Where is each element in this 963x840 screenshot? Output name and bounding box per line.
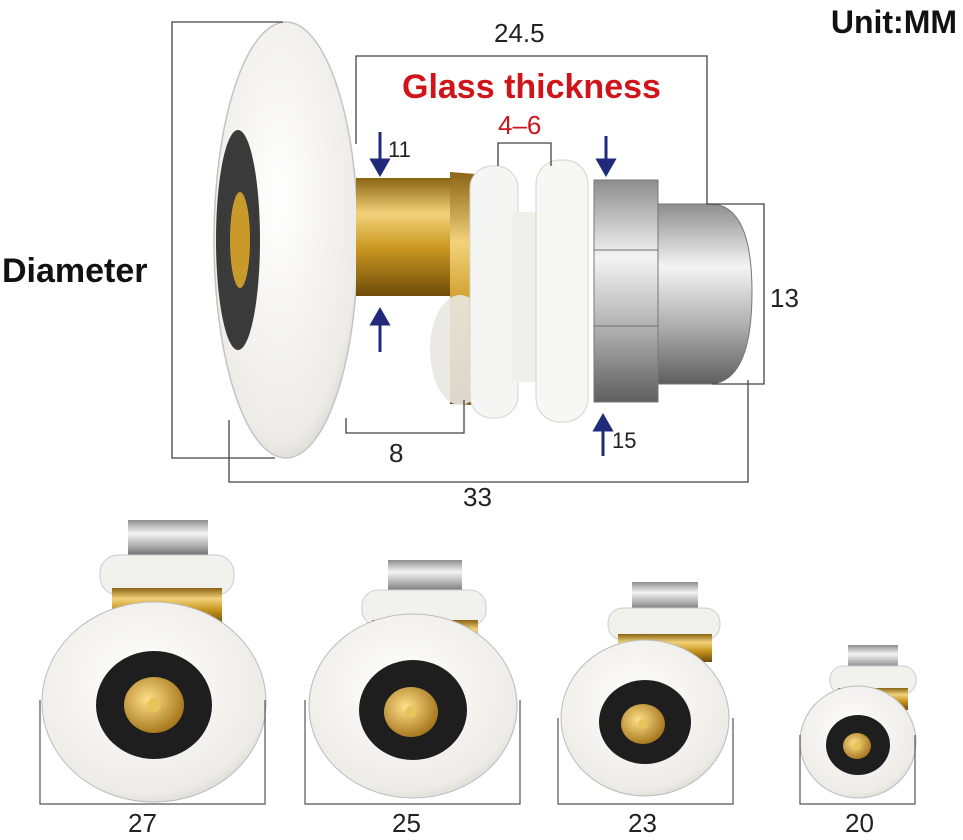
glass-thickness-value: 4–6 — [498, 110, 542, 140]
washer-2 — [535, 159, 589, 423]
hex-nut — [593, 179, 659, 403]
dim-top-length: 24.5 — [494, 18, 545, 48]
head-13-line — [706, 203, 765, 385]
cap-nut — [657, 203, 753, 385]
glass-thickness-label: Glass thickness — [402, 68, 661, 106]
size-brackets — [39, 700, 916, 805]
front-view-rollers — [41, 520, 917, 803]
brass-shaft — [356, 178, 456, 296]
size-label-20: 20 — [845, 808, 874, 838]
collar-8-line — [345, 400, 465, 434]
dim-collar-width: 8 — [389, 438, 404, 468]
roller-27 — [41, 520, 267, 803]
unit-label: Unit:MM — [830, 4, 957, 40]
roller-20 — [799, 645, 917, 799]
brass-core — [230, 192, 250, 288]
diameter-label: Diameter — [2, 252, 148, 290]
dim-total-length: 33 — [463, 482, 492, 512]
washer-1 — [469, 165, 519, 419]
dim-nut-size: 15 — [612, 428, 637, 453]
blue-arrows — [369, 132, 617, 456]
total-33-line — [228, 380, 749, 483]
length-24-5-line — [355, 55, 708, 204]
dim-small-diam: 11 — [388, 137, 411, 162]
diameter-bracket — [171, 21, 283, 459]
side-view-roller — [213, 21, 753, 459]
dimension-lines — [171, 21, 765, 483]
glass-range-line — [497, 142, 552, 166]
size-label-25: 25 — [392, 808, 421, 838]
roller-25 — [308, 560, 518, 799]
roller-23 — [560, 582, 730, 797]
size-label-27: 27 — [128, 808, 157, 838]
dim-head-height: 13 — [770, 283, 799, 313]
size-label-23: 23 — [628, 808, 657, 838]
